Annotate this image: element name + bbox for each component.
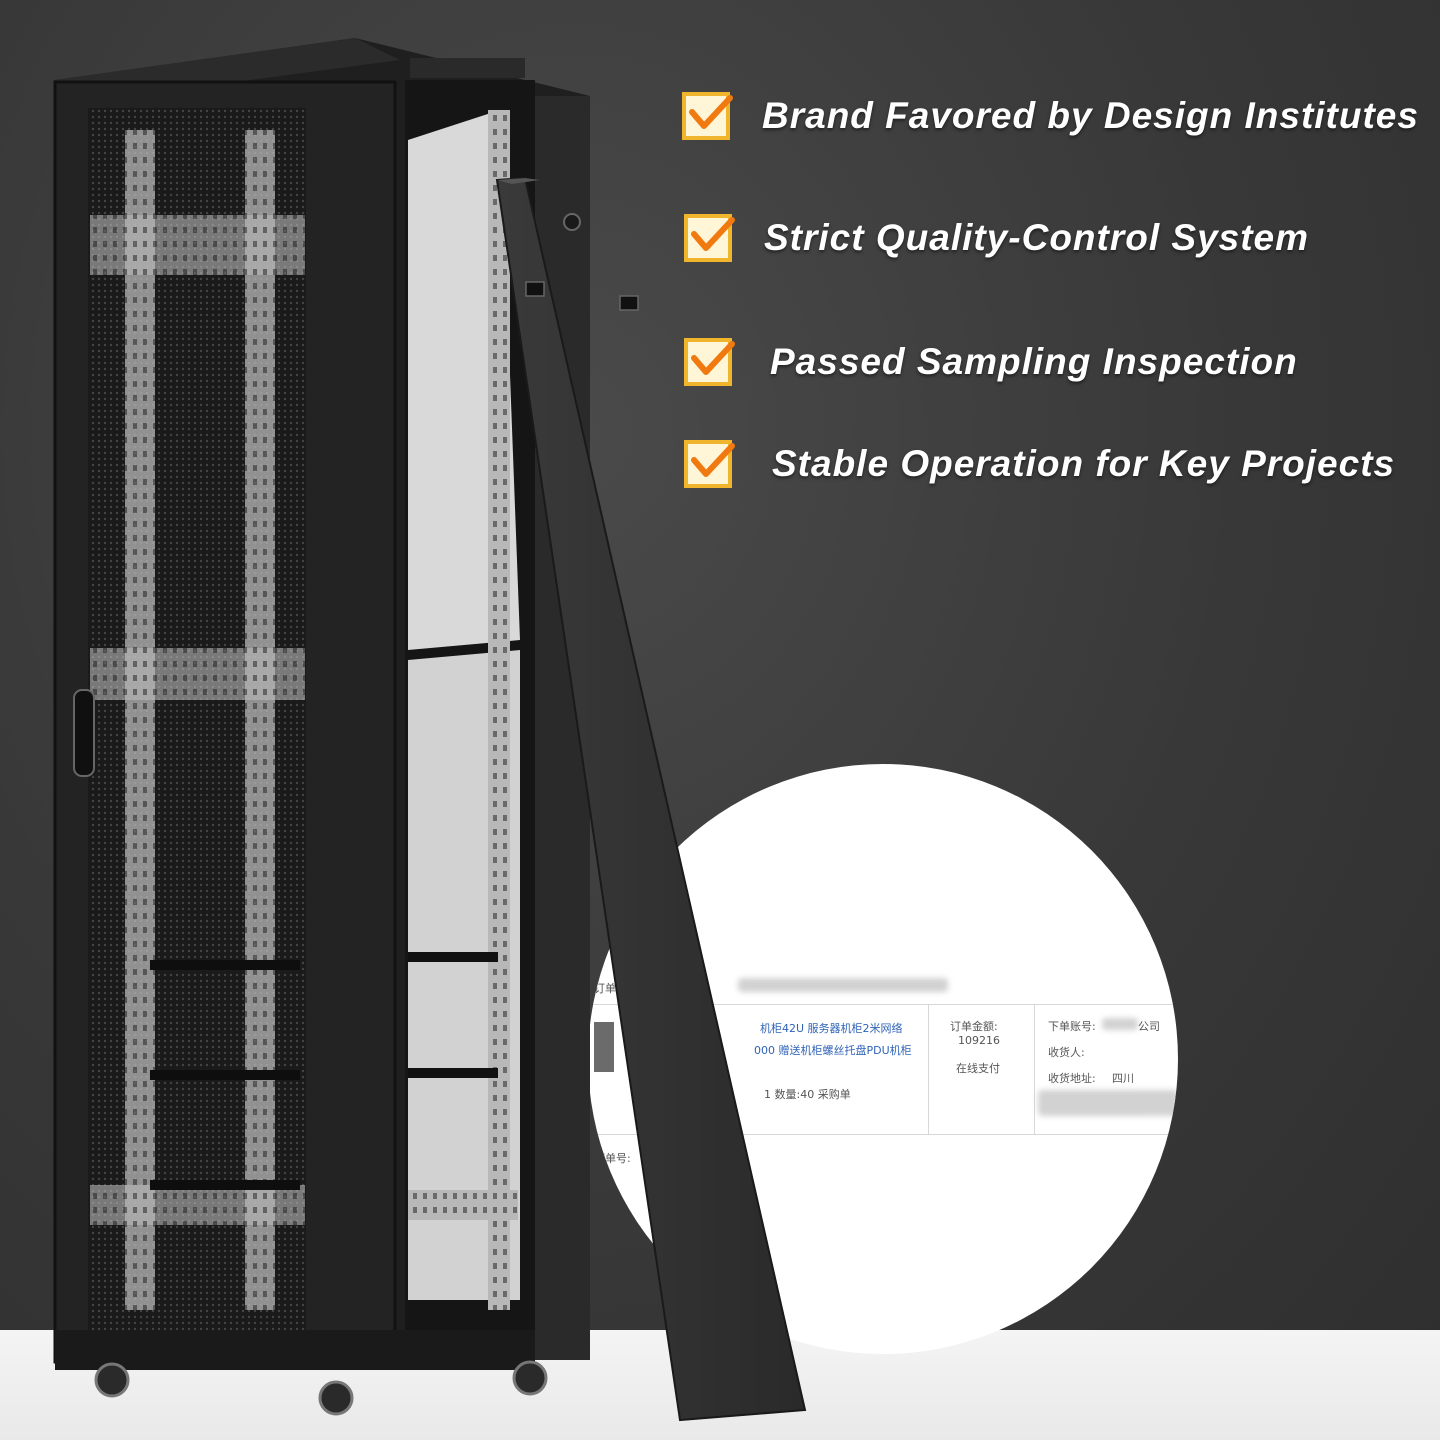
blurred-buyer (1102, 1018, 1138, 1030)
blurred-header (738, 978, 948, 992)
divider (588, 1004, 1178, 1005)
feature-label: Brand Favored by Design Institutes (762, 95, 1419, 136)
quantity-info: 1 数量:40 采购单 (764, 1088, 851, 1101)
checkbox-checked-icon (682, 92, 733, 140)
shelf (150, 1180, 300, 1190)
door-handle-icon (73, 689, 95, 777)
checkbox-checked-icon (684, 338, 735, 386)
rail (125, 130, 155, 1310)
feature-item: Brand Favored by Design Institutes (682, 92, 1419, 140)
feature-item: Strict Quality-Control System (684, 214, 1309, 262)
crossbar (90, 215, 305, 275)
shelf (150, 960, 300, 970)
side-rail (488, 110, 510, 1310)
feature-item: Stable Operation for Key Projects (684, 440, 1395, 488)
cabinet-body (53, 38, 590, 1416)
top-vent (410, 58, 525, 78)
consignee-label: 收货人: (1048, 1046, 1085, 1059)
feature-label: Strict Quality-Control System (764, 217, 1310, 258)
crossbar (90, 648, 305, 700)
shelf (150, 1070, 300, 1080)
cabinet-base (55, 1330, 535, 1370)
shelf (408, 1068, 498, 1078)
panel-lock-icon (563, 213, 581, 231)
amount-value: 109216 (958, 1034, 1000, 1047)
shelf (408, 952, 498, 962)
feature-item: Passed Sampling Inspection (684, 338, 1298, 386)
buyer-suffix: 公司 (1138, 1020, 1160, 1033)
divider (588, 1134, 1178, 1135)
order-number-label: 订单号: (594, 1152, 631, 1165)
divider (1034, 1004, 1035, 1134)
product-thumbnail (594, 1022, 614, 1072)
crossbar (408, 1190, 518, 1220)
feature-label: Stable Operation for Key Projects (772, 443, 1396, 484)
caster-wheel-icon (94, 1360, 548, 1416)
payment-method: 在线支付 (956, 1062, 1000, 1075)
rail (245, 130, 275, 1310)
checkbox-checked-icon (684, 214, 735, 262)
order-label: 订单 (594, 982, 616, 995)
address-value: 四川 (1112, 1072, 1134, 1085)
divider (928, 1004, 929, 1134)
side-panel (495, 176, 807, 1422)
product-line-1: 机柜42U 服务器机柜2米网络 (760, 1022, 903, 1035)
checkbox-checked-icon (684, 440, 735, 488)
product-line-2[interactable]: 000 赠送机柜螺丝托盘PDU机柜 (754, 1044, 912, 1057)
crossbar (90, 1185, 305, 1225)
feature-label: Passed Sampling Inspection (770, 341, 1298, 382)
blurred-address (1038, 1090, 1178, 1116)
amount-label: 订单金额: (950, 1020, 998, 1033)
buyer-label: 下单账号: (1048, 1020, 1096, 1033)
address-label: 收货地址: (1048, 1072, 1096, 1085)
